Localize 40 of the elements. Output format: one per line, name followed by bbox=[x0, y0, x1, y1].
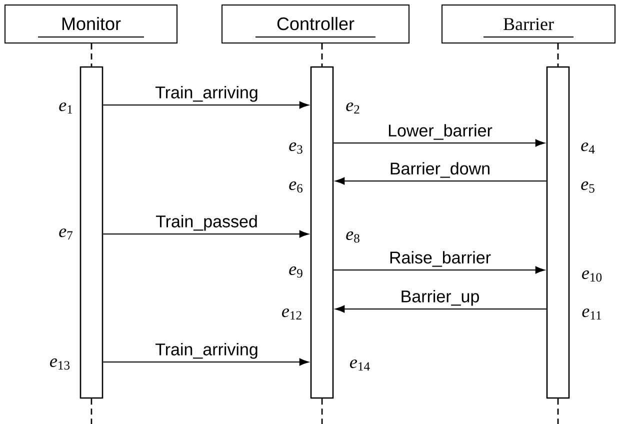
edge-label: Train_passed bbox=[154, 214, 259, 232]
message-arrow bbox=[335, 305, 547, 313]
lifeline bbox=[321, 398, 323, 424]
edge-label: Barrier_up bbox=[399, 288, 481, 307]
message-arrow bbox=[102, 230, 309, 238]
event-label: e$_{6}$ bbox=[289, 181, 303, 193]
participant-box: Monitor bbox=[4, 4, 178, 44]
event-label: e$_{4}$ bbox=[581, 142, 595, 154]
edge-label: Lower_barrier bbox=[386, 123, 494, 141]
event-label: e$_{1}$ bbox=[59, 102, 72, 114]
event-label: e$_{2}$ bbox=[346, 102, 360, 114]
event-label: e$_{12}$ bbox=[282, 308, 302, 320]
event-label: e$_{7}$ bbox=[59, 228, 73, 240]
event-label: e$_{9}$ bbox=[289, 266, 302, 278]
message-arrow bbox=[335, 177, 547, 185]
participant-box: Controller bbox=[222, 4, 410, 44]
event-label: e$_{13}$ bbox=[50, 358, 70, 370]
event-label: e$_{11}$ bbox=[582, 308, 602, 320]
event-label: e$_{10}$ bbox=[582, 270, 602, 282]
message-arrow bbox=[102, 101, 309, 109]
lifeline bbox=[90, 44, 92, 66]
edge-label: Train_arriving bbox=[154, 342, 260, 360]
message-arrow bbox=[333, 266, 545, 274]
activation-bar bbox=[546, 66, 570, 399]
lifeline bbox=[90, 398, 92, 424]
event-label: e$_{5}$ bbox=[581, 181, 594, 193]
edge-label: Train_arriving bbox=[154, 84, 260, 103]
participant-box: Barrier bbox=[442, 4, 616, 44]
edge-label: Raise_barrier bbox=[388, 250, 492, 268]
lifeline bbox=[321, 44, 323, 66]
event-label: e$_{3}$ bbox=[289, 142, 302, 154]
edge-label: Barrier_down bbox=[388, 161, 492, 179]
event-label: e$_{8}$ bbox=[346, 231, 360, 243]
lifeline bbox=[557, 398, 559, 424]
activation-bar bbox=[310, 66, 334, 399]
lifeline bbox=[557, 44, 559, 66]
activation-bar bbox=[80, 66, 104, 399]
message-arrow bbox=[102, 358, 309, 366]
event-label: e$_{14}$ bbox=[350, 359, 370, 371]
message-arrow bbox=[333, 139, 545, 147]
